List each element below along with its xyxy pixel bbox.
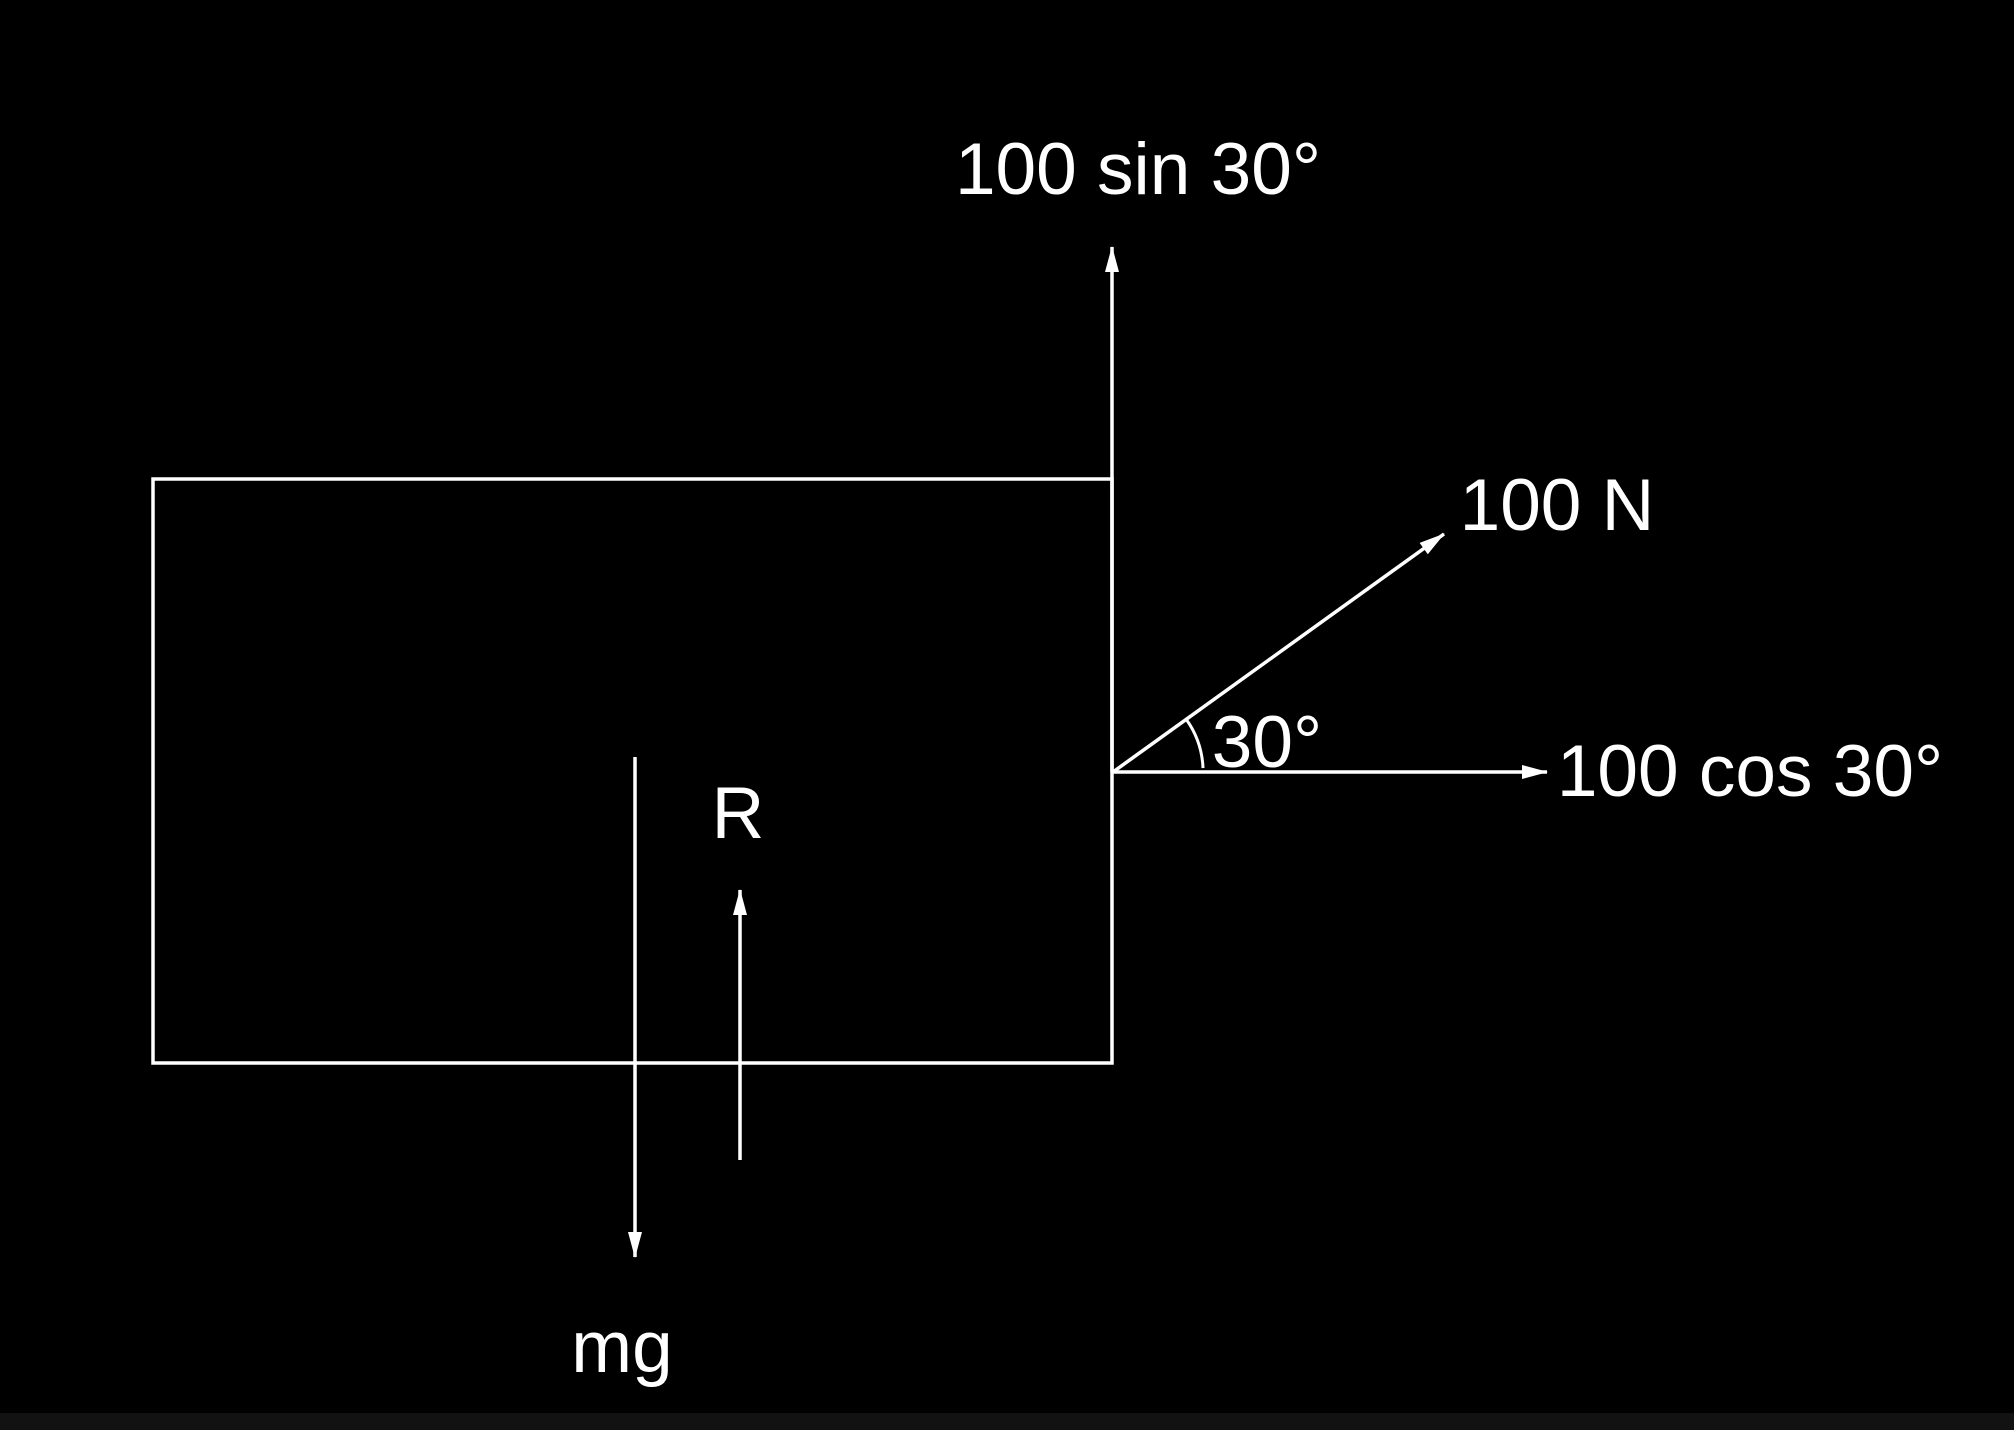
block-rectangle [151,477,1114,1065]
reaction-label: R [712,773,765,854]
angle-arc [1184,718,1205,769]
applied-force-label: 100 N [1460,465,1655,546]
bottom-edge-strip [0,1413,2014,1430]
cos-component-label: 100 cos 30° [1557,731,1943,812]
sin-component-label: 100 sin 30° [955,129,1321,210]
applied-force-arrow [1111,532,1446,774]
angle-label: 30° [1212,702,1322,783]
weight-label: mg [571,1307,672,1388]
